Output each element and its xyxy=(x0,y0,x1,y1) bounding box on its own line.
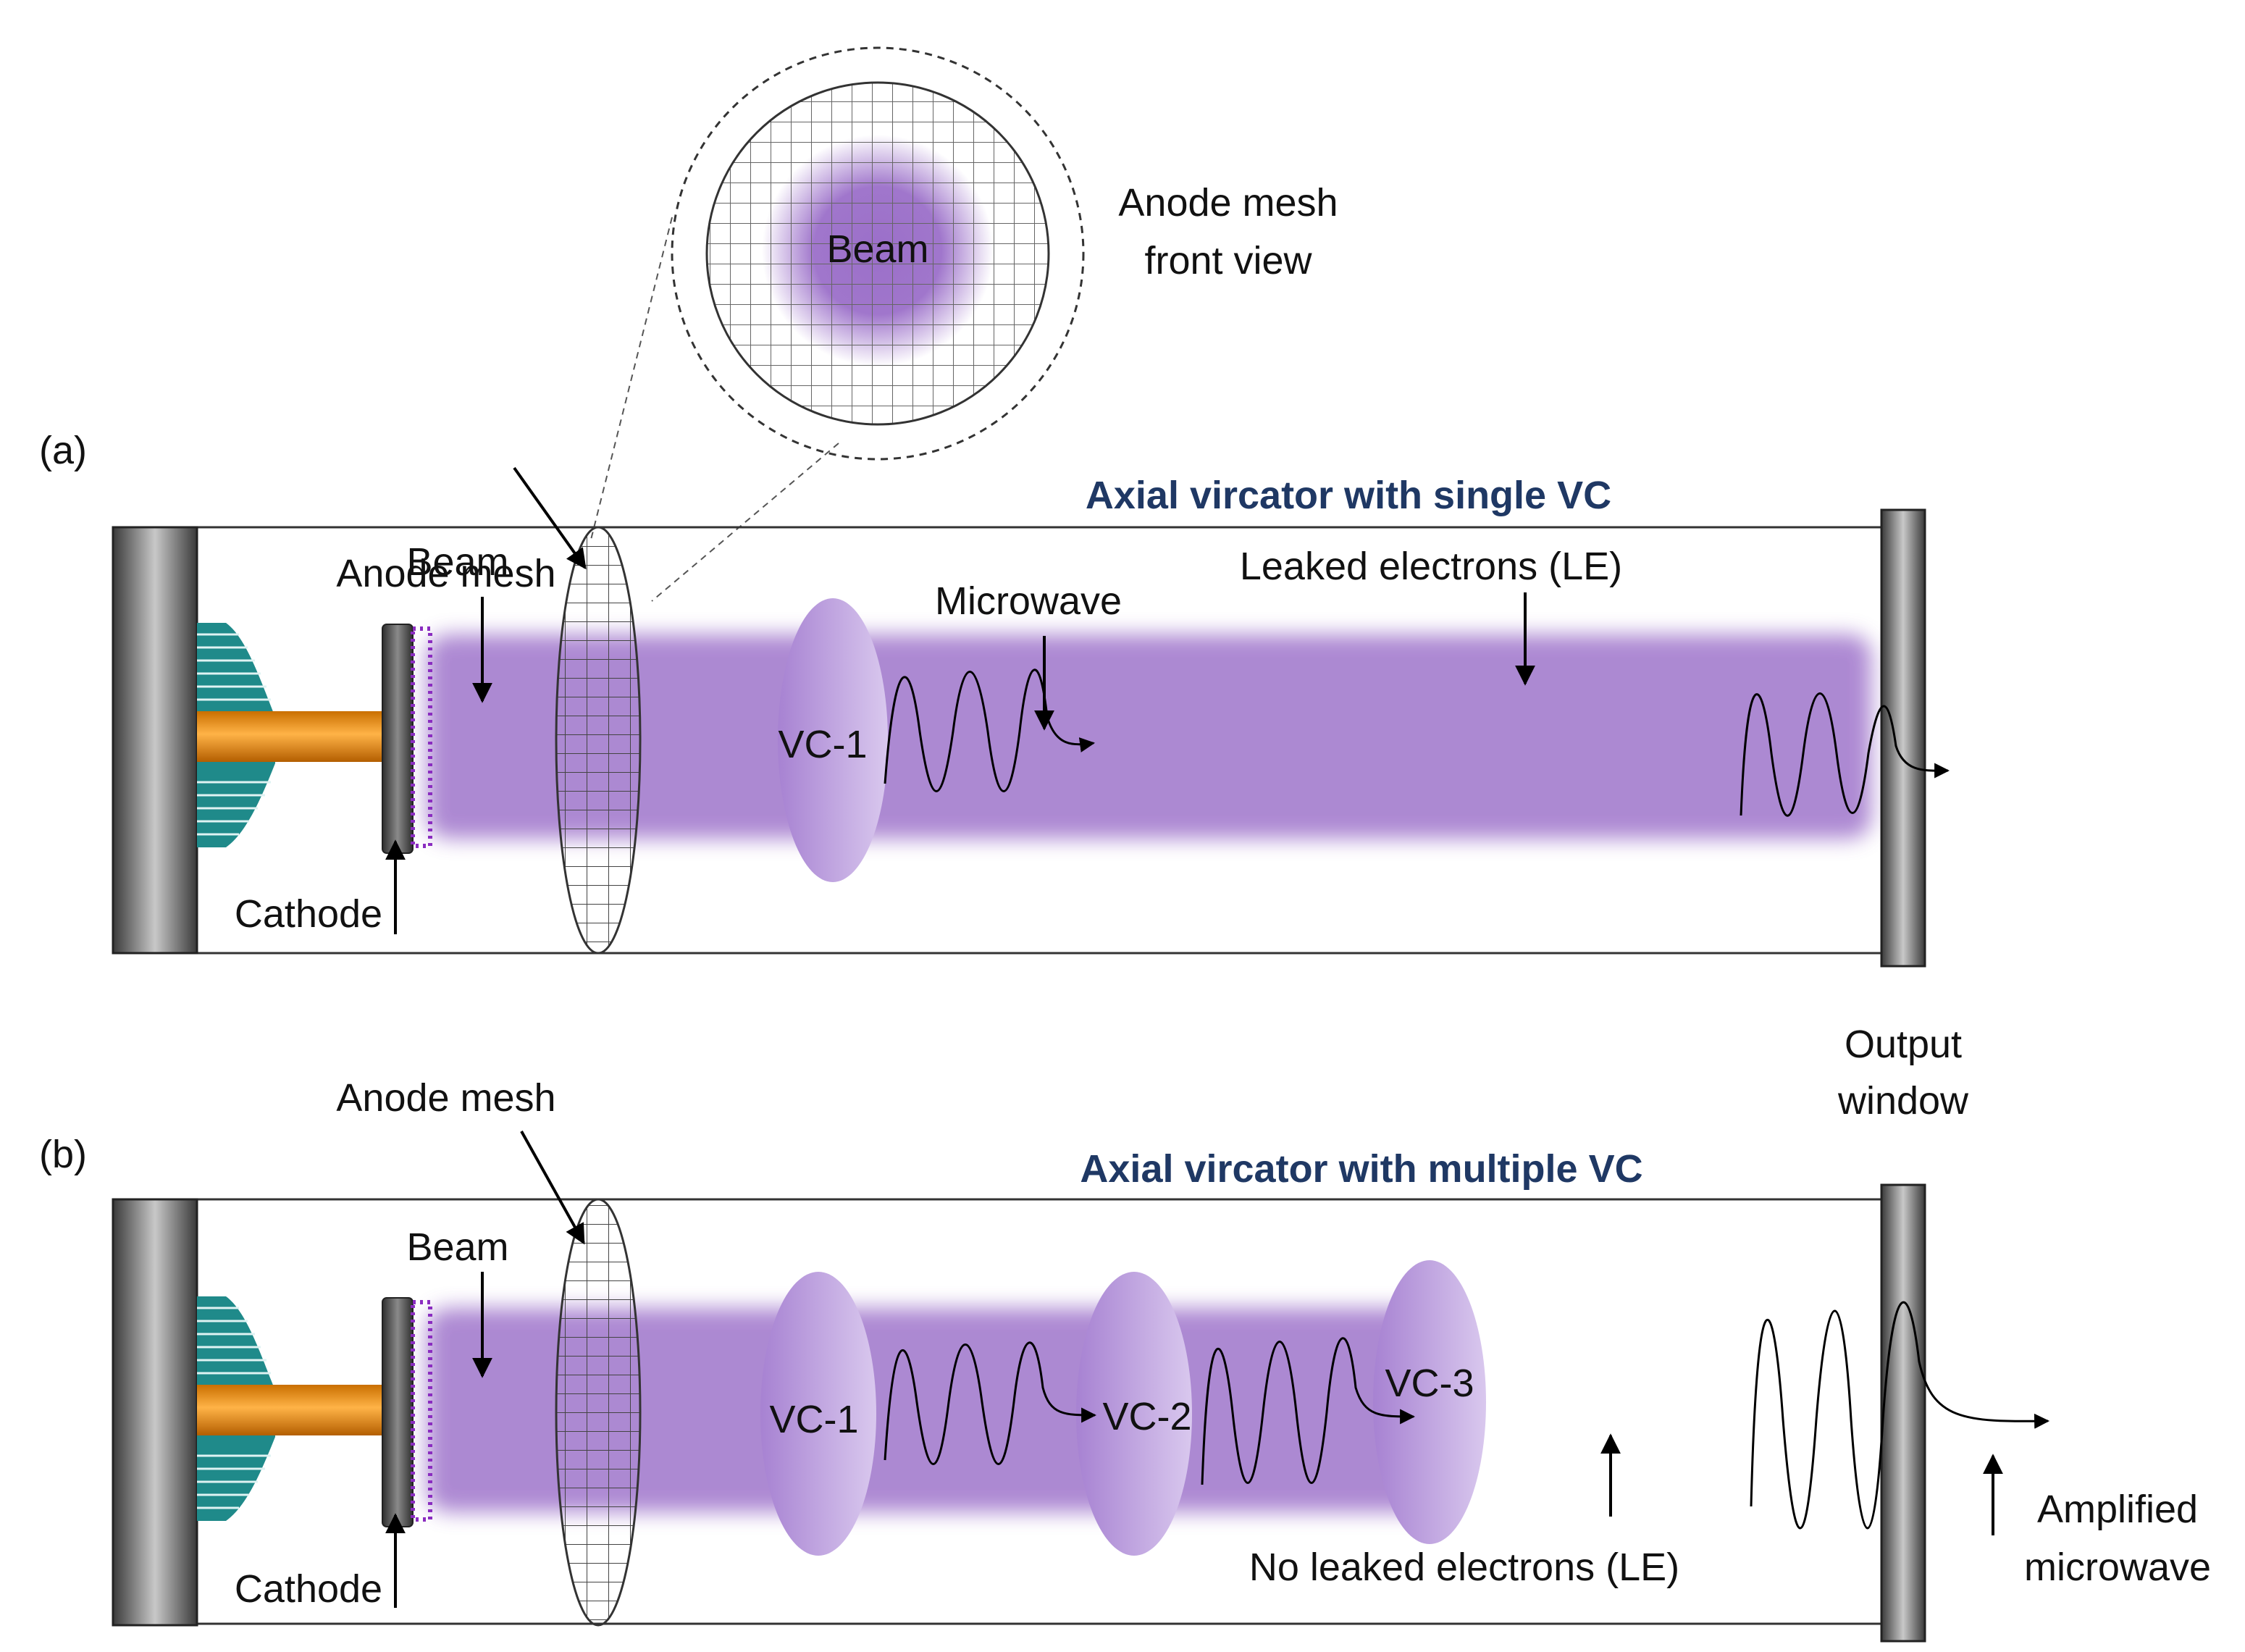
panel-b-tag: (b) xyxy=(39,1133,87,1176)
cathode-plate-b xyxy=(382,1297,414,1527)
anode-mesh-inset: Beam Anode mesh front view xyxy=(590,46,1338,602)
inset-mesh-rim xyxy=(705,81,1050,426)
panel-b-anode-mesh-label: Anode mesh xyxy=(336,1076,555,1120)
panel-a-tag: (a) xyxy=(39,429,87,472)
cathode-flange xyxy=(112,526,198,955)
cathode-plate xyxy=(382,624,414,854)
output-window-b xyxy=(1880,1183,1926,1643)
panel-b-cathode-label: Cathode xyxy=(235,1567,382,1611)
microwave-label: Microwave xyxy=(935,579,1122,623)
inset-beam-label: Beam xyxy=(826,227,928,271)
inset-leader-bottom xyxy=(651,443,839,602)
anode-mesh xyxy=(555,526,642,955)
vc3-label-b: VC-3 xyxy=(1385,1362,1474,1405)
inset-dashed-circle xyxy=(671,46,1085,461)
virtual-cathode-1 xyxy=(778,598,888,882)
virtual-cathode-2-b xyxy=(1076,1272,1192,1556)
panel-b-beam-label: Beam xyxy=(406,1225,508,1269)
anode-mesh-b xyxy=(555,1198,642,1627)
panel-a: (a) Axial vircator with single VC xyxy=(39,429,1950,968)
inset-mesh-grid xyxy=(707,83,1049,424)
panel-a-cathode-label: Cathode xyxy=(235,892,382,936)
panel-b: (b) Axial vircator with multiple VC xyxy=(39,1076,2211,1643)
virtual-cathode-3-b xyxy=(1373,1260,1486,1544)
output-window-a xyxy=(1880,508,1926,968)
panel-b-title: Axial vircator with multiple VC xyxy=(1080,1147,1642,1191)
anode-mesh-arrow-b xyxy=(520,1131,585,1245)
cathode-flange-b xyxy=(112,1198,198,1627)
no-leaked-electrons-label: No leaked electrons (LE) xyxy=(1249,1546,1679,1589)
amplified-label-line1: Amplified xyxy=(2037,1488,2198,1531)
inset-label-line1: Anode mesh xyxy=(1118,181,1338,225)
amplified-label-line2: microwave xyxy=(2024,1546,2211,1589)
inset-label-line2: front view xyxy=(1144,239,1312,282)
panel-a-beam-label: Beam xyxy=(406,540,508,584)
leaked-electrons-label: Leaked electrons (LE) xyxy=(1240,545,1622,588)
electron-beam xyxy=(427,634,1871,839)
cathode-emitter-b xyxy=(411,1300,432,1522)
inset-leader-top xyxy=(590,217,673,540)
panel-a-title: Axial vircator with single VC xyxy=(1086,474,1611,517)
output-window-line1: Output xyxy=(1845,1023,1962,1066)
panel-a-anode-mesh-label: Anode mesh xyxy=(336,552,555,595)
cathode-emitter xyxy=(411,626,432,848)
amplified-microwave-wave xyxy=(1750,1301,2050,1530)
vc1-label: VC-1 xyxy=(778,723,867,766)
microwave-wave-b1 xyxy=(884,1341,1097,1465)
output-window-line2: window xyxy=(1837,1079,1969,1123)
anode-mesh-arrow-a xyxy=(513,466,587,570)
microwave-wave xyxy=(884,668,1096,792)
cathode-shaft-b xyxy=(197,1385,384,1435)
cathode-shaft xyxy=(197,711,384,762)
output-microwave-a xyxy=(1740,692,1950,817)
microwave-wave-b2 xyxy=(1201,1337,1416,1485)
vc2-label-b: VC-2 xyxy=(1102,1395,1191,1438)
vc1-label-b: VC-1 xyxy=(769,1398,858,1441)
virtual-cathode-1-b xyxy=(760,1272,876,1556)
